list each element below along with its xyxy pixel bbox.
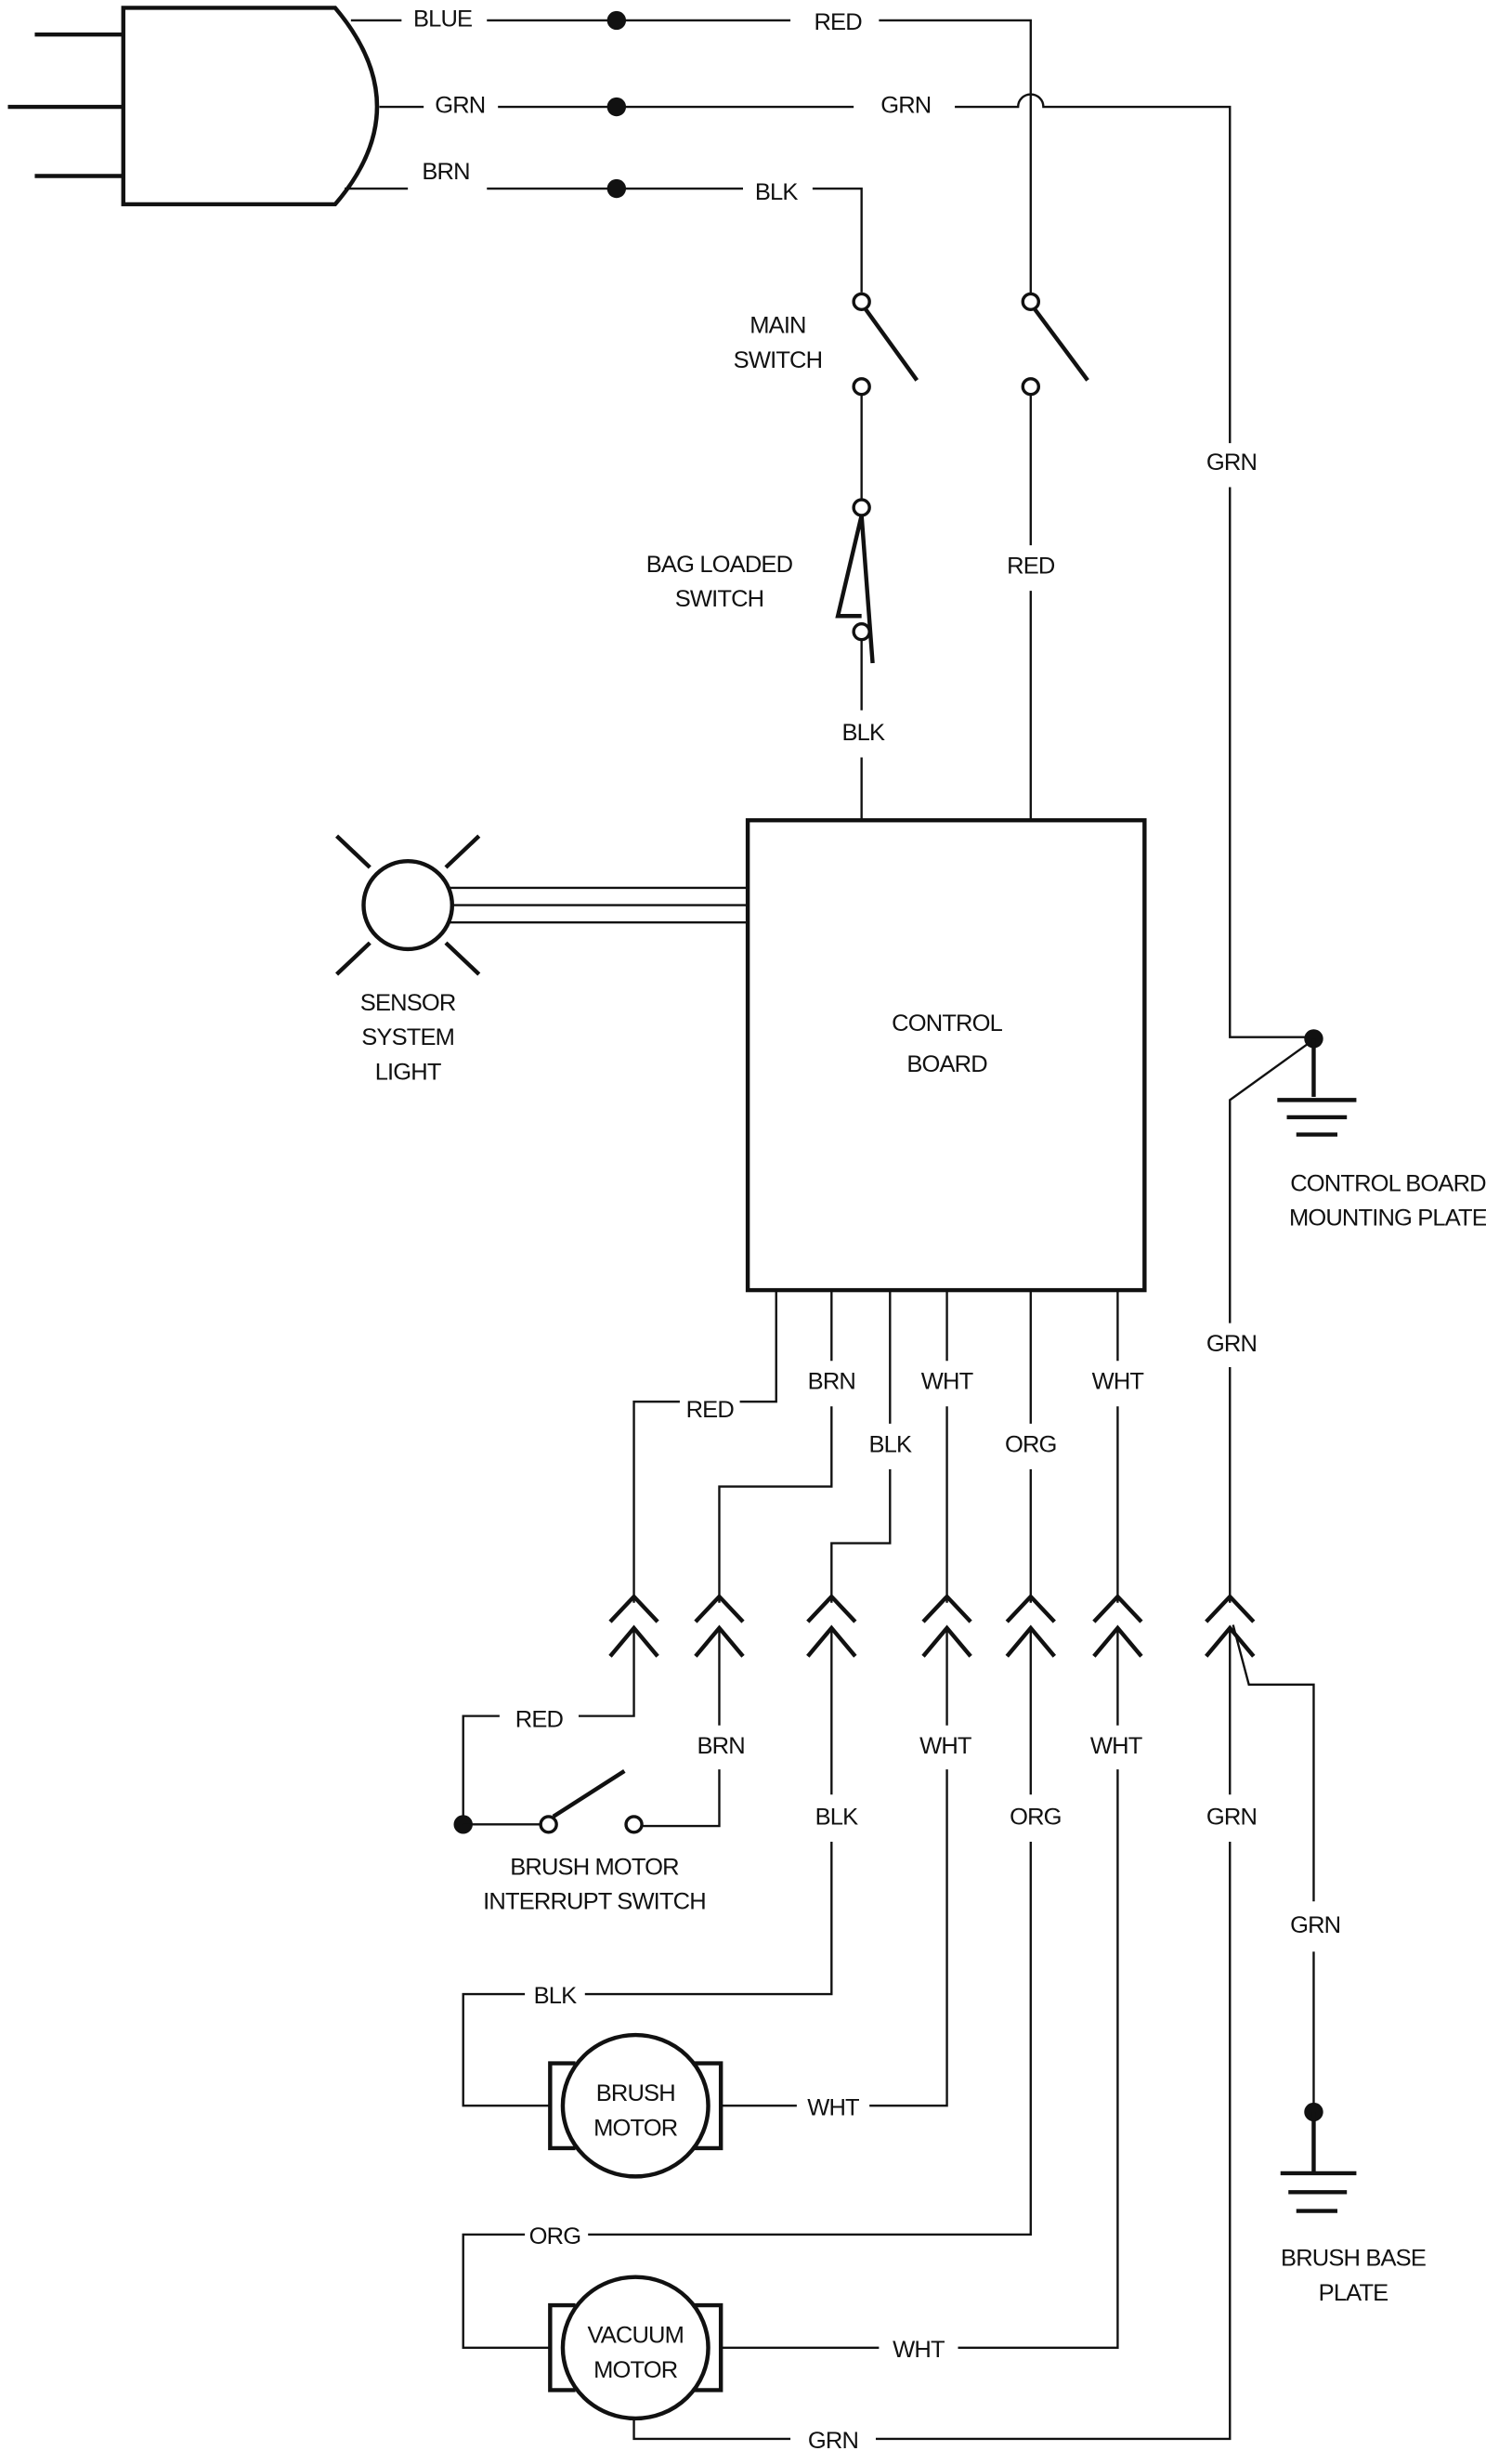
lower-label-blk: BLK (815, 1804, 859, 1830)
upper-label-wht: WHT (921, 1369, 973, 1395)
board-output-wires: RED BRN BLK WHT ORG WHT (632, 1290, 1144, 1603)
sensor-light: SENSOR SYSTEM LIGHT (335, 834, 749, 1085)
main-switch: MAIN SWITCH (734, 292, 1089, 397)
upper-label-brn: BRN (808, 1369, 855, 1395)
splice-dot (606, 97, 627, 117)
vacuum-motor-wht-label: WHT (893, 2337, 945, 2363)
upper-label-red: RED (686, 1397, 735, 1423)
sensor-label-2: SYSTEM (361, 1024, 454, 1050)
brush-base-label-2: PLATE (1319, 2280, 1388, 2306)
brush-base-grn-label: GRN (1290, 1912, 1340, 1938)
sensor-label-1: SENSOR (360, 990, 456, 1016)
wire-label-grn: GRN (435, 93, 485, 119)
control-board: CONTROL BOARD (745, 818, 1147, 1293)
power-plug (7, 6, 380, 207)
bag-switch-label-1: BAG LOADED (646, 552, 793, 578)
brush-base-ground: BRUSH BASE PLATE (1280, 2102, 1427, 2306)
lower-label-grn: GRN (1206, 1804, 1257, 1830)
splice-dot (606, 10, 627, 31)
bag-loaded-switch: BAG LOADED SWITCH (646, 498, 875, 664)
lower-label-org: ORG (1010, 1804, 1062, 1830)
ground-label-1: CONTROL BOARD (1290, 1171, 1486, 1197)
lower-label-wht-2: WHT (1090, 1733, 1142, 1759)
vacuum-motor-org-label: ORG (529, 2223, 581, 2249)
brush-motor: BRUSH MOTOR (548, 2032, 723, 2179)
lower-label-wht: WHT (919, 1733, 971, 1759)
wire-label-blk-down: BLK (842, 720, 886, 746)
control-board-label-2: BOARD (906, 1051, 987, 1077)
wire-label-blue: BLUE (413, 7, 472, 33)
ground-label-2: MOUNTING PLATE (1289, 1206, 1486, 1232)
sensor-label-3: LIGHT (375, 1059, 441, 1085)
brush-motor-blk-label: BLK (534, 1983, 578, 2009)
main-switch-label-1: MAIN (750, 313, 805, 339)
lower-label-brn: BRN (697, 1733, 745, 1759)
connector-row (608, 1593, 1256, 1658)
control-board-ground: CONTROL BOARD MOUNTING PLATE (1229, 1029, 1486, 1323)
brush-interrupt-switch: BRUSH MOTOR INTERRUPT SWITCH (453, 1768, 707, 1915)
wire-label-brn: BRN (422, 159, 469, 185)
upper-label-wht-2: WHT (1092, 1369, 1144, 1395)
lower-wires: RED BRN BLK BLK WHT WHT ORG ORG WHT WHT … (462, 1624, 1341, 2454)
upper-label-org: ORG (1005, 1431, 1057, 1457)
control-board-label-1: CONTROL (892, 1010, 1002, 1036)
upper-label-blk: BLK (868, 1431, 912, 1457)
wire-label-red-down: RED (1007, 554, 1055, 580)
lower-label-red: RED (515, 1706, 564, 1732)
wire-label-blk: BLK (755, 179, 799, 205)
bag-switch-label-2: SWITCH (675, 586, 764, 612)
brush-base-label-1: BRUSH BASE (1281, 2246, 1426, 2272)
interrupt-label-2: INTERRUPT SWITCH (483, 1889, 706, 1915)
vacuum-motor-grn-label: GRN (808, 2428, 858, 2454)
vacuum-motor-label-2: MOTOR (593, 2357, 678, 2383)
wire-label-grn-side: GRN (1206, 1331, 1257, 1357)
interrupt-label-1: BRUSH MOTOR (510, 1855, 679, 1881)
brush-motor-label-2: MOTOR (593, 2115, 678, 2141)
splice-dot (606, 178, 627, 199)
main-switch-label-2: SWITCH (734, 347, 823, 373)
wire-label-red: RED (814, 9, 862, 35)
wire-label-grn-right: GRN (1206, 450, 1257, 476)
wire-label-grn-2: GRN (880, 93, 931, 119)
brush-motor-label-1: BRUSH (596, 2080, 675, 2106)
vacuum-motor-label-1: VACUUM (587, 2323, 684, 2349)
plug-wires: BLUE RED GRN GRN GRN BRN BLK (345, 7, 1312, 1038)
vacuum-motor: VACUUM MOTOR (548, 2275, 723, 2421)
brush-motor-wht-label: WHT (807, 2094, 859, 2120)
